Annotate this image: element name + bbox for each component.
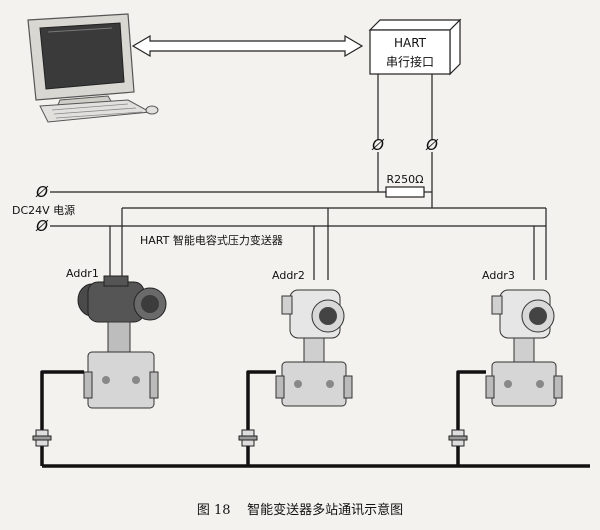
transmitter-3-illustration	[485, 289, 563, 407]
transmitter-1-illustration	[77, 275, 167, 409]
transmitter-2-illustration	[275, 289, 353, 407]
hart-box-label-2: 串行接口	[386, 54, 434, 69]
hart-serial-interface-box: HART 串行接口	[368, 18, 462, 76]
transmitter-title: HART 智能电容式压力变送器	[140, 233, 283, 247]
computer-illustration	[27, 13, 159, 123]
figure-caption: 图 18 智能变送器多站通讯示意图	[197, 502, 403, 518]
address-label-1: Addr1	[66, 267, 99, 280]
pressure-pipeline	[40, 370, 590, 468]
address-label-2: Addr2	[272, 269, 305, 282]
power-terminal-positive: Ø	[35, 183, 49, 201]
isolation-valves	[32, 429, 468, 447]
resistor-label: R250Ω	[386, 173, 423, 186]
terminal-symbol-1: Ø	[371, 136, 385, 154]
hart-box-label-1: HART	[394, 36, 427, 50]
address-label-3: Addr3	[482, 269, 515, 282]
wiring	[50, 74, 547, 280]
power-supply-label: DC24V 电源	[12, 203, 75, 217]
bidirectional-arrow	[131, 34, 364, 58]
resistor-r250	[385, 186, 425, 198]
power-terminal-negative: Ø	[35, 217, 49, 235]
terminal-symbol-2: Ø	[425, 136, 439, 154]
